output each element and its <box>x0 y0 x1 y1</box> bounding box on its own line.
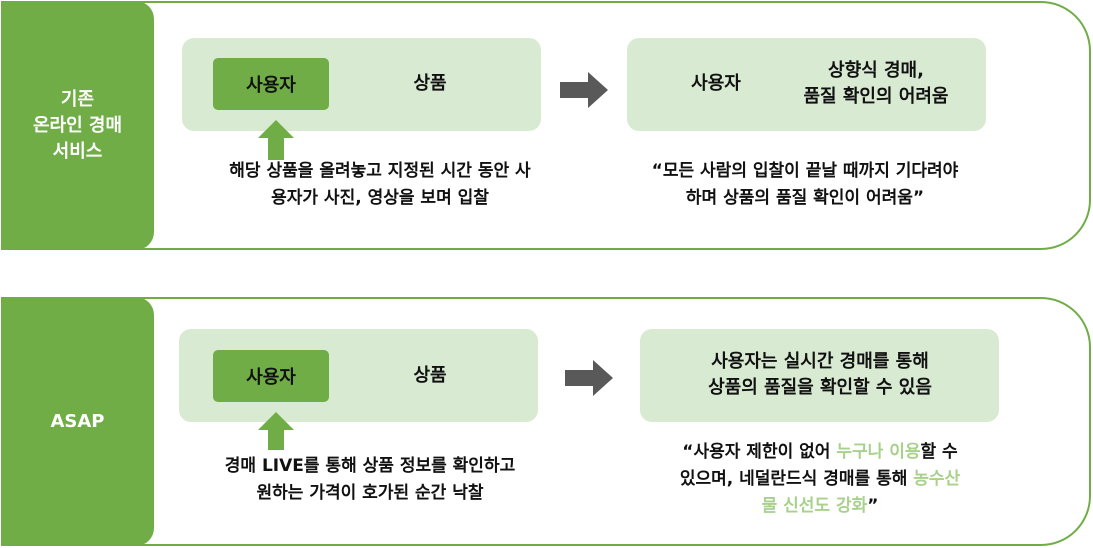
note-line: 사용자는 실시간 경매를 통해 <box>711 351 929 372</box>
caption-line: 원하는 가격이 호가된 순간 낙찰 <box>256 483 484 503</box>
side-label-line: 서비스 <box>52 140 103 162</box>
highlight-text: 물 신선도 강화 <box>761 496 868 516</box>
right-arrow-icon <box>560 72 608 108</box>
caption-text: “사용자 제한이 없어 <box>682 442 837 462</box>
asap-service-label: ASAP <box>1 297 154 546</box>
caption-text: ” <box>867 496 879 516</box>
right-arrow-icon <box>565 360 613 396</box>
note-line: 상품의 품질을 확인할 수 있음 <box>708 377 932 398</box>
asap-product-label: 상품 <box>413 365 447 386</box>
up-arrow-icon <box>258 120 294 160</box>
caption-line: “사용자 제한이 없어 누구나 이용할 수 <box>610 439 1030 466</box>
asap-user-chip: 사용자 <box>213 350 329 402</box>
caption-line: 하며 상품의 품질 확인이 어려움” <box>685 188 925 208</box>
legacy-service-label: 기존 온라인 경매 서비스 <box>1 1 154 250</box>
caption-line: 있으며, 네덜란드식 경매를 통해 농수산 <box>610 466 1030 493</box>
highlight-text: 농수산 <box>913 469 961 489</box>
caption-line: “모든 사람의 입찰이 끝날 때까지 기다려야 <box>651 161 959 181</box>
asap-right-caption: “사용자 제한이 없어 누구나 이용할 수 있으며, 네덜란드식 경매를 통해 … <box>610 439 1030 520</box>
highlight-text: 누구나 이용 <box>836 442 921 462</box>
legacy-user-chip: 사용자 <box>213 58 329 110</box>
note-line: 품질 확인의 어려움 <box>803 86 949 107</box>
caption-line: 용자가 사진, 영상을 보며 입찰 <box>271 188 489 208</box>
up-arrow-icon <box>258 412 294 450</box>
caption-line: 해당 상품을 올려놓고 지정된 시간 동안 사 <box>229 161 531 181</box>
asap-left-caption: 경매 LIVE를 통해 상품 정보를 확인하고 원하는 가격이 호가된 순간 낙… <box>165 453 575 507</box>
side-label-line: ASAP <box>50 410 105 432</box>
asap-right-note: 사용자는 실시간 경매를 통해 상품의 품질을 확인할 수 있음 <box>650 349 990 401</box>
caption-line: 물 신선도 강화” <box>610 493 1030 520</box>
side-label-line: 온라인 경매 <box>32 114 123 136</box>
asap-right-box <box>640 329 999 422</box>
note-line: 상향식 경매, <box>828 60 924 81</box>
side-label-line: 기존 <box>60 88 95 110</box>
legacy-right-note: 상향식 경매, 품질 확인의 어려움 <box>776 58 976 110</box>
legacy-left-caption: 해당 상품을 올려놓고 지정된 시간 동안 사 용자가 사진, 영상을 보며 입… <box>175 158 585 212</box>
caption-line: 경매 LIVE를 통해 상품 정보를 확인하고 <box>224 456 516 476</box>
caption-text: 할 수 <box>920 442 958 462</box>
legacy-product-label: 상품 <box>413 73 447 94</box>
legacy-right-caption: “모든 사람의 입찰이 끝날 때까지 기다려야 하며 상품의 품질 확인이 어려… <box>600 158 1010 212</box>
legacy-right-user-label: 사용자 <box>691 73 741 94</box>
caption-text: 있으며, 네덜란드식 경매를 통해 <box>679 469 914 489</box>
legacy-right-box <box>627 38 986 131</box>
